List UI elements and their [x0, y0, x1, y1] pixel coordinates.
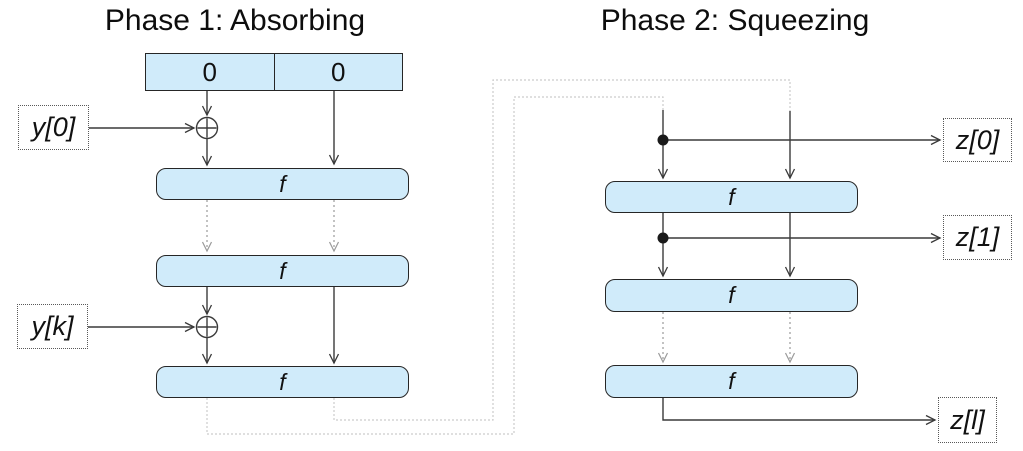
arrow-squeeze-f3-to-zl: [662, 398, 937, 426]
phase2-title: Phase 2: Squeezing: [600, 4, 870, 37]
output-label-zl: z[l]: [938, 397, 997, 443]
xor1-icon: [195, 116, 219, 140]
squeeze-f-box-1: f: [605, 181, 858, 213]
output-label-z0: z[0]: [943, 118, 1012, 162]
input-label-y0: y[0]: [18, 105, 89, 150]
branch-dot-z0: [657, 134, 669, 146]
absorb-f-box-3: f: [156, 366, 409, 398]
absorb-f-box-2: f: [156, 255, 409, 287]
state-cell-right: 0: [331, 57, 346, 87]
phase1-title: Phase 1: Absorbing: [104, 4, 366, 37]
route-absorb-left-to-squeeze-left: [206, 96, 664, 435]
output-label-z1: z[1]: [943, 215, 1012, 260]
squeeze-f-box-2: f: [605, 279, 858, 312]
absorb-f-box-1: f: [156, 168, 409, 200]
branch-dot-z1: [657, 232, 669, 244]
state-register: 0 0: [145, 53, 403, 91]
input-label-yk: y[k]: [17, 304, 88, 349]
squeeze-f-box-3: f: [605, 365, 858, 398]
state-cell-left: 0: [146, 54, 275, 90]
xor2-icon: [195, 315, 219, 339]
